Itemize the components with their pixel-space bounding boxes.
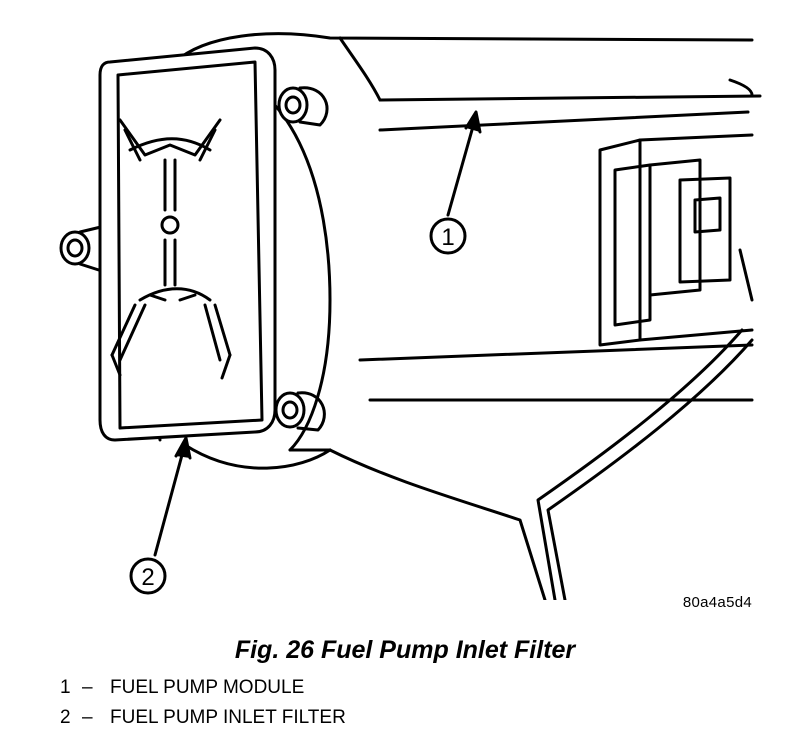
fuel-pump-diagram: 1 2 — [59, 32, 762, 600]
legend-item-label: FUEL PUMP MODULE — [110, 677, 305, 698]
legend-item-1: 1–FUEL PUMP MODULE — [60, 674, 346, 704]
callout-2-arrow — [153, 436, 192, 557]
figure-caption: Fig. 26 Fuel Pump Inlet Filter — [234, 636, 576, 664]
legend-dash: – — [82, 677, 93, 698]
fuel-line — [536, 328, 754, 600]
mounting-stud-left — [59, 224, 107, 274]
legend-item-2: 2–FUEL PUMP INLET FILTER — [60, 704, 346, 734]
legend-dash: – — [82, 707, 93, 728]
legend-item-number: 1 — [60, 677, 71, 698]
illustration-code: 80a4a5d4 — [682, 594, 752, 611]
callout-2-circle — [129, 557, 167, 595]
legend-item-number: 2 — [60, 707, 71, 728]
callout-legend: 1–FUEL PUMP MODULE 2–FUEL PUMP INLET FIL… — [60, 674, 346, 734]
callout-1-number: 1 — [441, 224, 454, 251]
filter-element — [110, 118, 232, 380]
callout-2-number: 2 — [141, 564, 154, 591]
legend-item-label: FUEL PUMP INLET FILTER — [110, 707, 346, 728]
inlet-filter-plate — [98, 46, 277, 442]
module-connector — [598, 78, 754, 347]
callout-1-circle — [429, 217, 467, 255]
mounting-stud-top — [277, 86, 329, 127]
mounting-stud-bottom — [274, 391, 326, 432]
callout-1-arrow — [446, 110, 482, 217]
